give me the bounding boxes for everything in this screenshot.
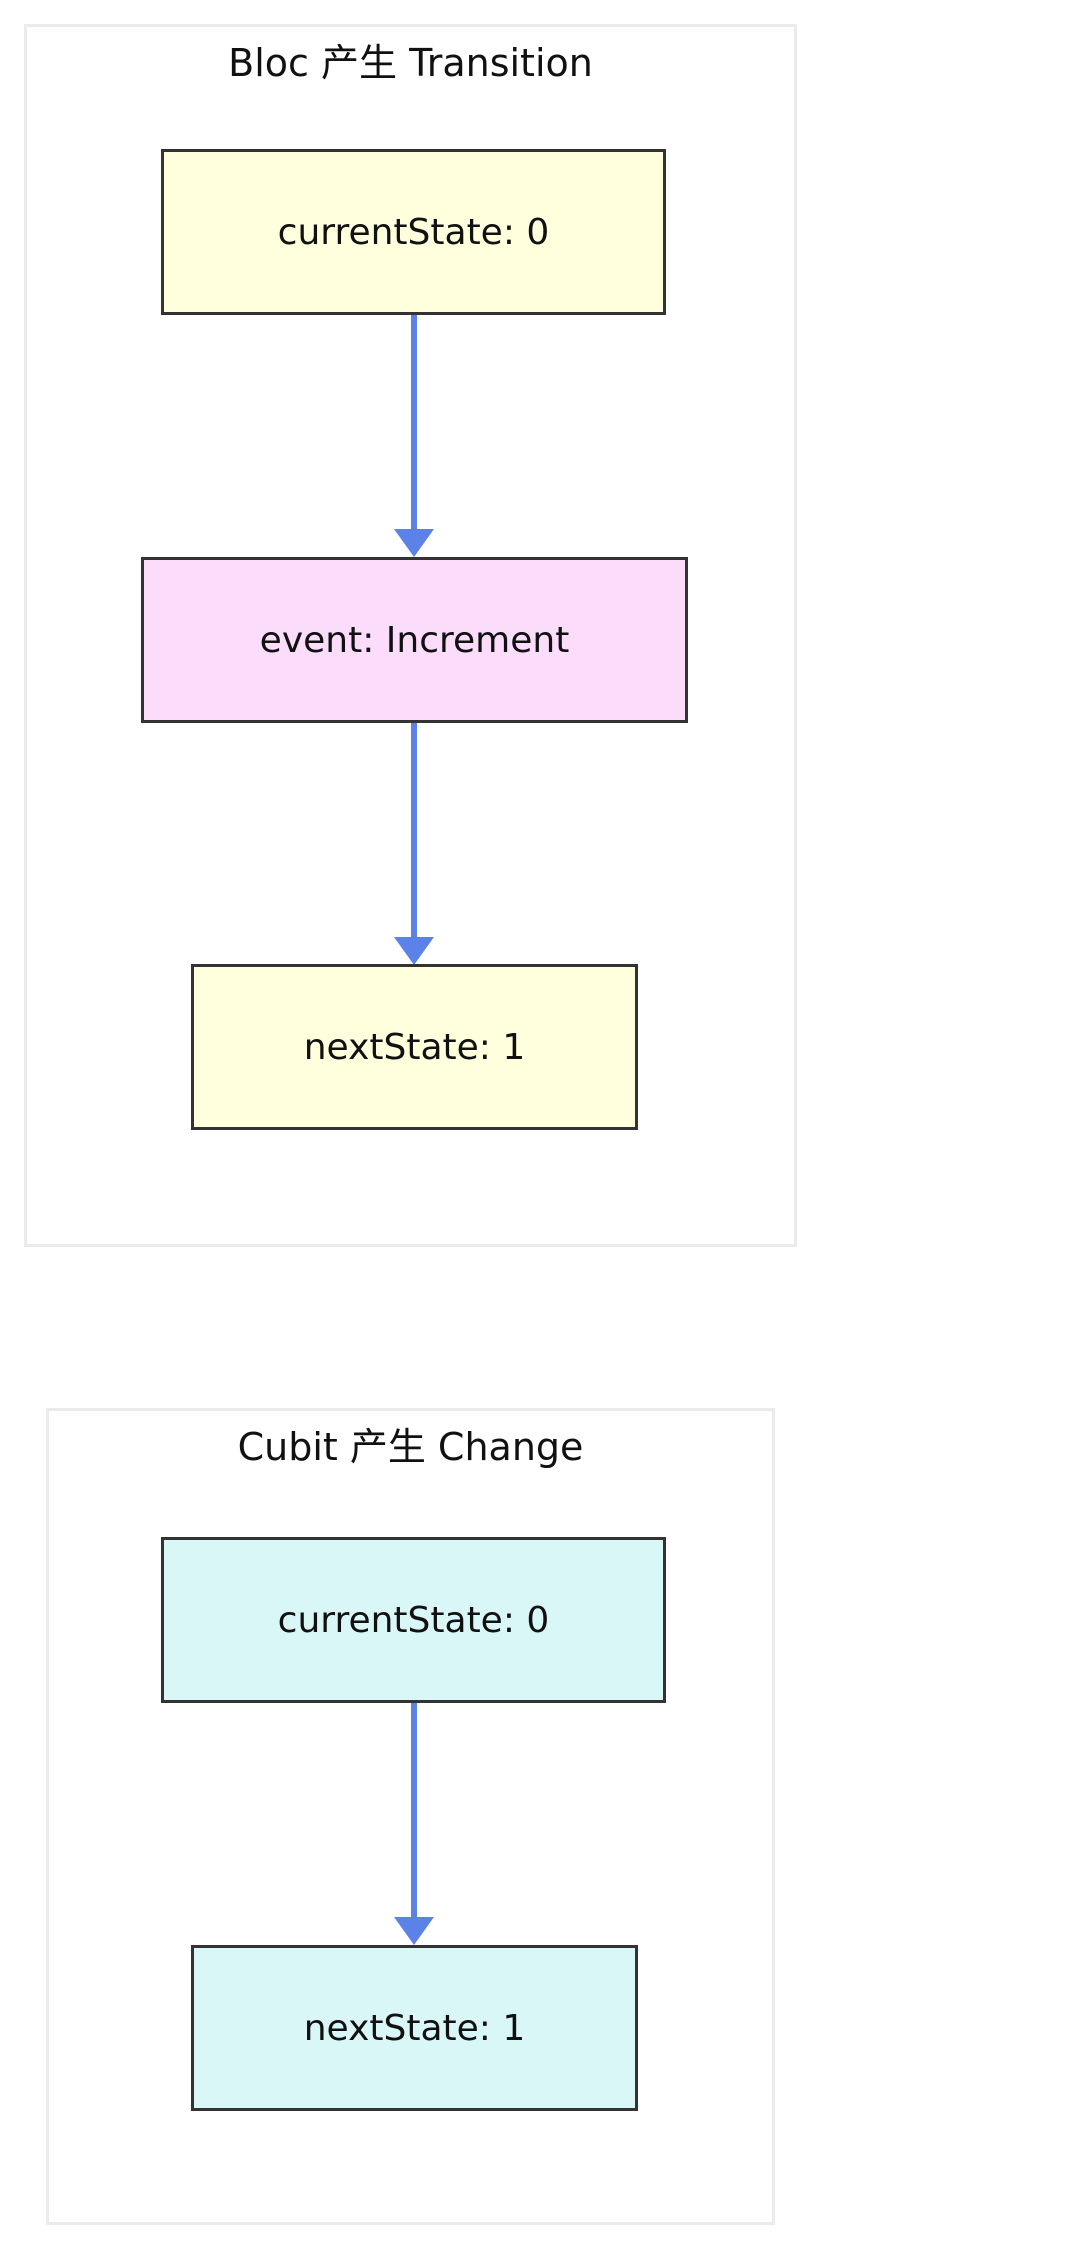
panel-title: Cubit 产生 Change bbox=[237, 1425, 584, 1469]
panel-title: Bloc 产生 Transition bbox=[228, 41, 593, 85]
node-current-state: currentState: 0 bbox=[161, 149, 666, 315]
arrow-down-icon bbox=[392, 723, 436, 965]
node-event-increment: event: Increment bbox=[141, 557, 688, 723]
arrow-down-icon bbox=[392, 315, 436, 557]
arrow-down-icon bbox=[392, 1703, 436, 1945]
node-next-state: nextState: 1 bbox=[191, 1945, 638, 2111]
panel-bloc-transition: Bloc 产生 Transition currentState: 0 event… bbox=[24, 24, 797, 1247]
panel-cubit-change: Cubit 产生 Change currentState: 0 nextStat… bbox=[46, 1408, 775, 2225]
node-next-state: nextState: 1 bbox=[191, 964, 638, 1130]
node-current-state: currentState: 0 bbox=[161, 1537, 666, 1703]
